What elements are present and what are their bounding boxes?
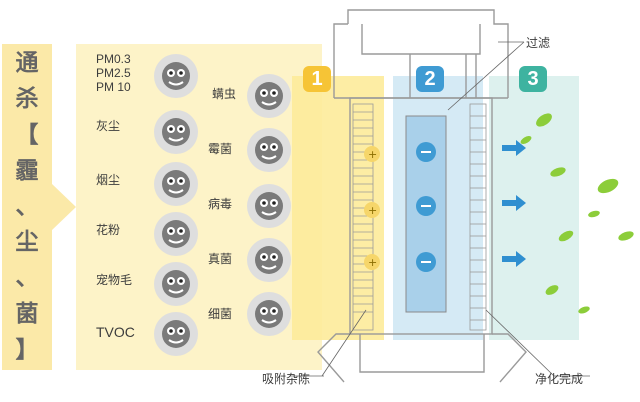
stage-3-panel xyxy=(489,76,579,340)
title-char: 、 xyxy=(15,265,39,292)
stage-number: 2 xyxy=(424,67,436,90)
pollutant-label: 病毒 xyxy=(208,197,233,211)
stage-3-badge: 3 xyxy=(519,66,547,92)
pollutant-label: 烟尘 xyxy=(96,173,121,187)
pollutant-label: TVOC xyxy=(96,324,135,340)
mite-icon xyxy=(247,74,291,118)
stage-3-filter xyxy=(469,103,487,331)
svg-text:+: + xyxy=(368,256,377,269)
pollutant-label: 霉菌 xyxy=(208,142,233,156)
purifier-outline xyxy=(317,9,527,383)
pm-label-line: PM 10 xyxy=(96,79,131,94)
title-char: 】 xyxy=(15,337,39,363)
stage-number: 3 xyxy=(527,67,539,90)
callout-lines xyxy=(290,41,590,377)
purified-label: 净化完成 xyxy=(535,372,584,386)
purifier-diagram: + + + xyxy=(290,9,634,383)
smoke-icon xyxy=(154,162,198,206)
title-char: 【 xyxy=(15,121,39,148)
diagram-title: 通 杀 【 霾 、 尘 、 菌 】 xyxy=(2,52,52,362)
title-char: 通 xyxy=(15,50,39,76)
pollutant-label: 花粉 xyxy=(96,223,121,237)
pollutant-label: 细菌 xyxy=(208,307,233,321)
adsorb-label: 吸附杂陈 xyxy=(262,372,311,386)
pet-hair-icon xyxy=(154,262,198,306)
pollutant-label: 螨虫 xyxy=(212,87,237,101)
pollutant-label: 灰尘 xyxy=(96,119,121,133)
mold-icon xyxy=(247,128,291,172)
positive-ion-icons: + + + xyxy=(364,146,380,270)
title-char: 、 xyxy=(15,193,39,220)
dust-icon xyxy=(154,110,198,154)
virus-icon xyxy=(247,184,291,228)
pm-label: PM0.3 PM2.5 PM 10 xyxy=(96,52,131,94)
title-bar xyxy=(2,44,52,370)
svg-text:+: + xyxy=(368,204,377,217)
fungus-icon xyxy=(247,238,291,282)
negative-ion-icons xyxy=(416,142,436,272)
pollutant-label: 真菌 xyxy=(208,252,233,266)
airflow-arrow-icons xyxy=(502,140,526,267)
title-char: 霾 xyxy=(15,157,39,184)
title-char: 菌 xyxy=(15,301,39,328)
svg-text:+: + xyxy=(368,148,377,161)
stage-number: 1 xyxy=(311,67,323,90)
stage-1-badge: 1 xyxy=(303,66,331,92)
pm-label-line: PM2.5 xyxy=(96,65,131,80)
pollen-icon xyxy=(154,212,198,256)
pollutant-label: 宠物毛 xyxy=(96,273,133,287)
title-char: 杀 xyxy=(15,85,39,112)
leaf-icons xyxy=(520,113,634,314)
pm-label-line: PM0.3 xyxy=(96,52,131,66)
title-char: 尘 xyxy=(15,229,39,256)
tvoc-icon xyxy=(154,312,198,356)
filter-label: 过滤 xyxy=(526,36,551,50)
pm-particle-icon xyxy=(154,54,198,98)
bacteria-icon xyxy=(247,292,291,336)
stage-2-badge: 2 xyxy=(416,66,444,92)
